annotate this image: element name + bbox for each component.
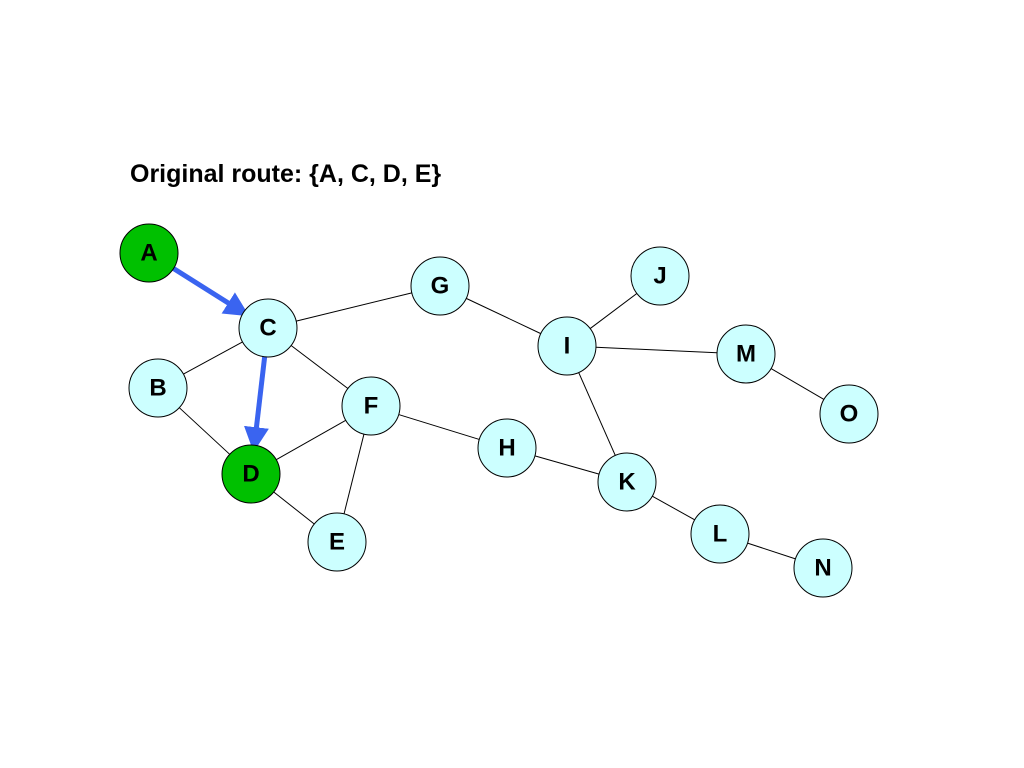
node-j: J — [630, 246, 690, 306]
node-circle-l — [690, 504, 750, 564]
node-circle-n — [793, 538, 853, 598]
node-i: I — [537, 316, 597, 376]
edge-g-i — [466, 297, 541, 335]
node-b: B — [128, 358, 188, 418]
edge-b-d — [178, 407, 231, 455]
node-a: A — [119, 223, 179, 283]
node-f: F — [341, 376, 401, 436]
node-circle-d — [221, 444, 281, 504]
node-label-h: H — [498, 434, 515, 461]
node-label-n: N — [814, 554, 831, 581]
node-circle-c — [238, 298, 298, 358]
node-circle-b — [128, 358, 188, 418]
node-circle-j — [630, 246, 690, 306]
node-k: K — [597, 452, 657, 512]
edge-i-m — [595, 346, 718, 354]
route-layer — [172, 266, 269, 453]
edge-m-o — [770, 368, 825, 400]
node-circle-g — [410, 256, 470, 316]
node-label-j: J — [653, 262, 666, 289]
edge-h-k — [534, 455, 600, 475]
edges-layer — [178, 292, 825, 560]
node-label-e: E — [329, 528, 345, 555]
node-circle-k — [597, 452, 657, 512]
node-label-b: B — [149, 374, 166, 401]
node-label-i: I — [564, 332, 571, 359]
node-label-f: F — [364, 392, 379, 419]
node-label-k: K — [618, 468, 636, 495]
node-label-a: A — [140, 239, 157, 266]
edge-c-g — [296, 292, 412, 322]
node-l: L — [690, 504, 750, 564]
edge-l-n — [747, 542, 796, 560]
node-label-d: D — [242, 460, 259, 487]
node-circle-a — [119, 223, 179, 283]
node-m: M — [716, 324, 776, 384]
edge-d-e — [273, 491, 315, 525]
node-circle-e — [307, 512, 367, 572]
page-title: Original route: {A, C, D, E} — [130, 160, 442, 188]
node-label-o: O — [840, 400, 859, 427]
edge-f-h — [398, 414, 480, 440]
node-circle-h — [477, 418, 537, 478]
node-circle-f — [341, 376, 401, 436]
node-o: O — [819, 384, 879, 444]
node-h: H — [477, 418, 537, 478]
route-arrow-a-c — [172, 266, 250, 317]
edge-k-l — [652, 495, 695, 521]
edge-d-f — [275, 419, 347, 461]
node-d: D — [221, 444, 281, 504]
edge-b-c — [183, 341, 243, 375]
node-n: N — [793, 538, 853, 598]
nodes-layer: A B C D E F G H I J K L M N O — [119, 223, 879, 598]
node-c: C — [238, 298, 298, 358]
node-label-m: M — [736, 340, 756, 367]
node-label-l: L — [713, 520, 728, 547]
node-circle-i — [537, 316, 597, 376]
node-g: G — [410, 256, 470, 316]
edge-c-f — [290, 345, 349, 389]
edge-f-e — [343, 434, 365, 514]
node-label-c: C — [259, 314, 276, 341]
node-label-g: G — [431, 272, 450, 299]
node-circle-o — [819, 384, 879, 444]
route-arrow-c-d — [244, 356, 269, 453]
node-circle-m — [716, 324, 776, 384]
node-e: E — [307, 512, 367, 572]
edge-i-j — [589, 293, 638, 329]
edge-i-k — [578, 372, 616, 456]
